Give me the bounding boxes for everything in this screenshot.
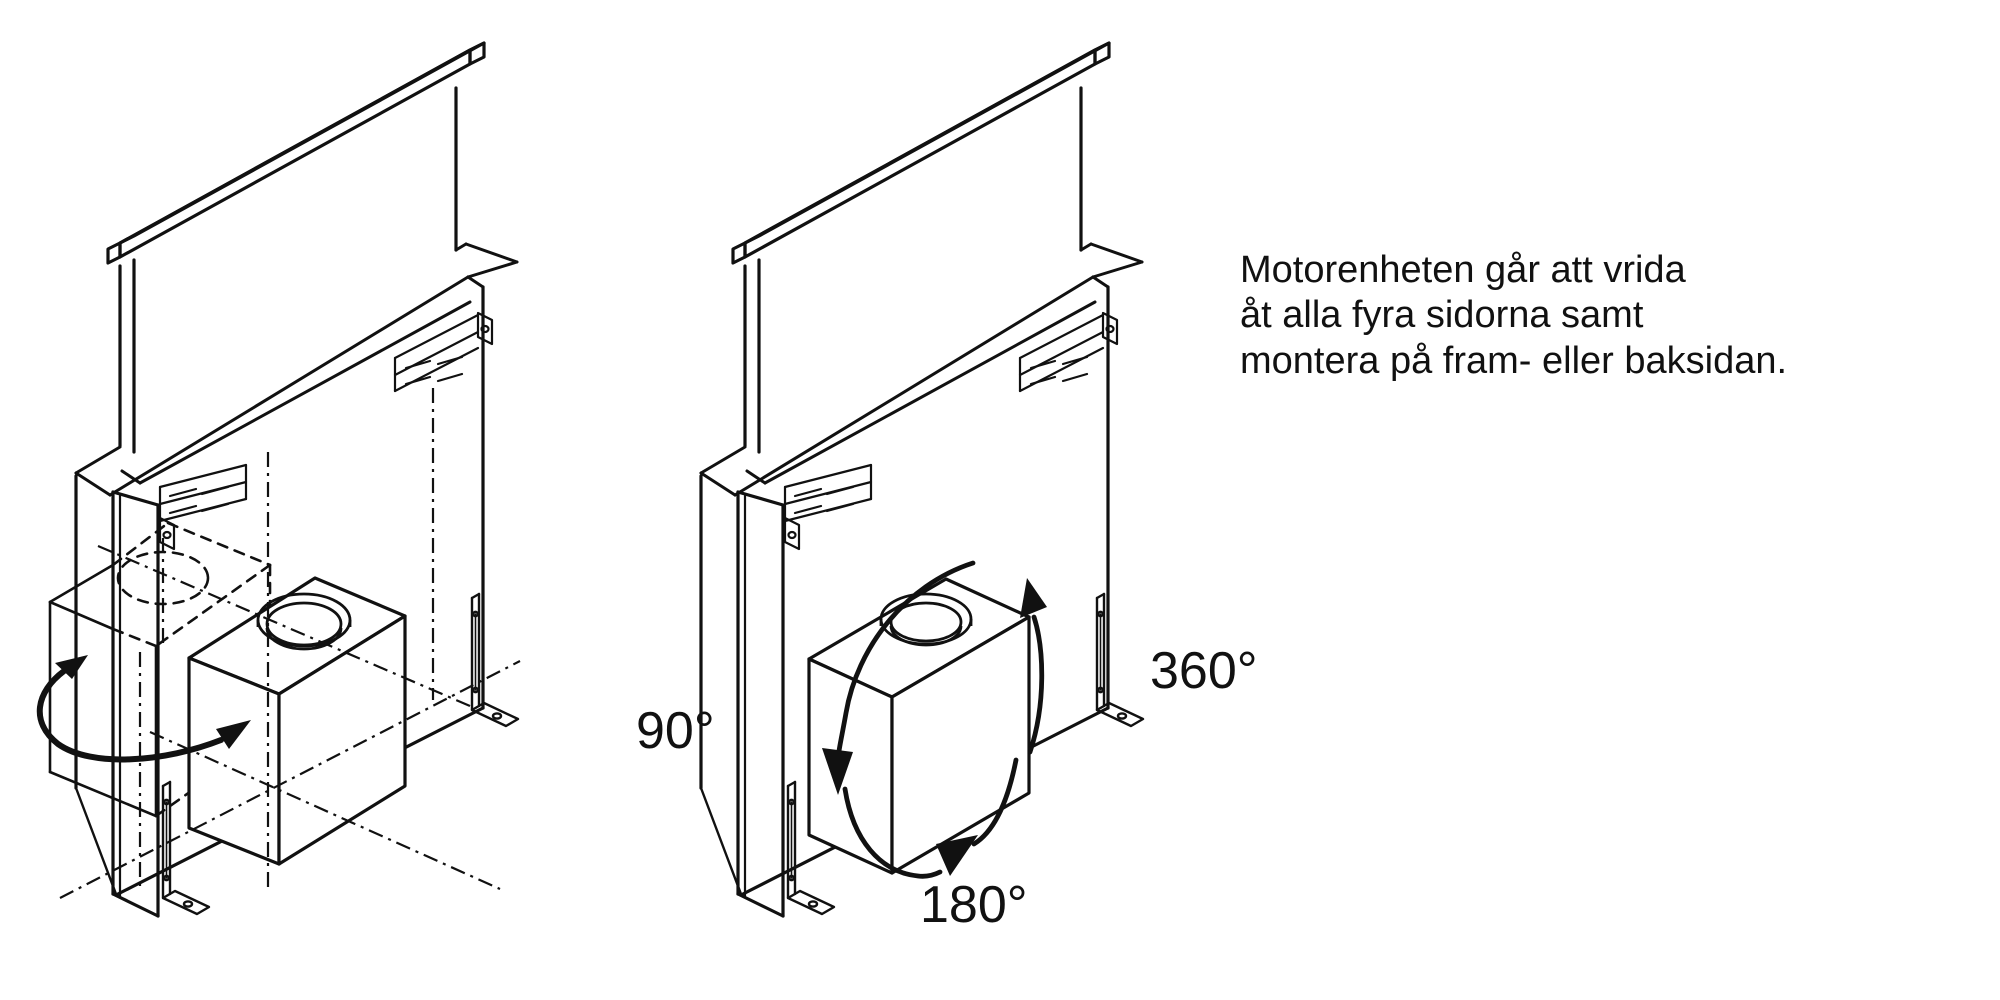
arrowhead-up xyxy=(1020,578,1047,618)
caption-text: Motorenheten går att vrida åt alla fyra … xyxy=(1240,249,1787,382)
label-rotation-90: 90° xyxy=(636,702,715,760)
motor-box-front xyxy=(187,656,281,866)
arrowhead xyxy=(55,655,88,679)
motor-box-side xyxy=(277,614,407,866)
caption-line-2: åt alla fyra sidorna samt xyxy=(1240,294,1644,336)
arrowhead-180 xyxy=(936,835,978,876)
arc-bottom-right xyxy=(971,757,1019,847)
arc-right xyxy=(1027,614,1045,755)
rotation-ellipse-arrows-icon xyxy=(822,560,1047,879)
label-rotation-360: 360° xyxy=(1150,642,1258,700)
arrowhead xyxy=(216,720,251,749)
motor-box-side xyxy=(890,615,1031,875)
caption-line-3: montera på fram- eller baksidan. xyxy=(1240,340,1787,382)
center-lines xyxy=(59,388,521,899)
right-hood-drawing xyxy=(699,41,1145,918)
label-rotation-180: 180° xyxy=(920,876,1028,934)
motor-unit-box xyxy=(807,577,1031,875)
arrowhead-down xyxy=(822,748,853,795)
rotation-arrow-icon xyxy=(36,655,251,763)
left-hood-drawing xyxy=(36,41,521,918)
arc-left xyxy=(836,560,976,754)
caption-line-1: Motorenheten går att vrida xyxy=(1240,249,1687,291)
motor-unit-box xyxy=(187,576,407,866)
arc-bottom-left xyxy=(842,786,943,879)
